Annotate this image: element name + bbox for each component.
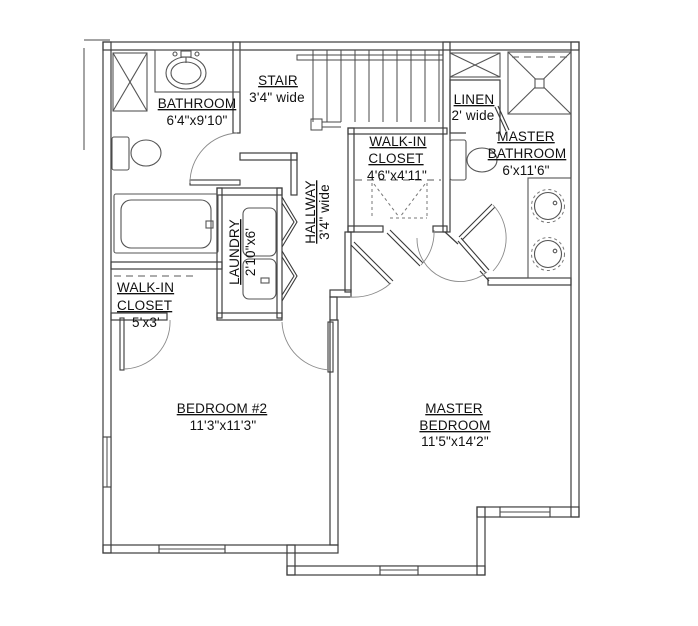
bedroom2-closet-door [119, 317, 171, 371]
washer [242, 207, 277, 257]
master-toilet [449, 139, 498, 181]
master-bathroom-dim: 6'x11'6" [502, 163, 549, 178]
master-bathroom-label-2: BATHROOM [488, 146, 567, 161]
window-left [102, 436, 112, 488]
bedroom2-dim: 11'3"x11'3" [190, 418, 257, 433]
window-master [499, 506, 551, 518]
laundry-closet [242, 196, 298, 302]
master-closet-door [386, 229, 435, 267]
shower [112, 52, 148, 112]
master-closet-rod [355, 179, 441, 219]
toilet [111, 136, 162, 171]
master-shower [507, 51, 572, 115]
bedroom2-closet-dim: 5'x3' [132, 315, 160, 330]
vanity-sink [154, 49, 241, 93]
bathtub [113, 193, 219, 254]
shelf-unit [449, 52, 501, 78]
master-bathroom-label-1: MASTER [497, 129, 555, 144]
dryer [242, 258, 277, 300]
master-closet-label-2: CLOSET [368, 151, 423, 166]
bathroom-dim: 6'4"x9'10" [166, 113, 227, 128]
master-bedroom-label-2: BEDROOM [419, 418, 490, 433]
hallway-label: HALLWAY [303, 180, 318, 243]
hall-vestibule-door [349, 241, 394, 298]
extension-lines [83, 39, 110, 150]
stair-dim: 3'4" wide [249, 90, 305, 105]
bedroom2-label: BEDROOM #2 [177, 401, 268, 416]
window-bedroom2 [158, 544, 226, 554]
master-bathroom-door [458, 203, 507, 272]
bifold-door [281, 196, 298, 302]
stairs [296, 50, 444, 131]
master-bedroom-dim: 11'5"x14'2" [421, 434, 489, 449]
hallway-dim: 3'4" wide [317, 184, 332, 240]
bathroom-fixtures [111, 49, 241, 254]
linen-label: LINEN [454, 92, 495, 107]
linen-dim: 2' wide [451, 108, 494, 123]
master-bedroom-door [416, 237, 490, 282]
master-closet-dim: 4'6"x4'11" [367, 168, 427, 183]
labels: BATHROOM 6'4"x9'10" STAIR 3'4" wide LINE… [117, 73, 566, 449]
master-bedroom-label-1: MASTER [425, 401, 483, 416]
bedroom2-closet-label-2: CLOSET [117, 298, 172, 313]
bedroom2-closet-label-1: WALK-IN [117, 280, 174, 295]
bathroom-label: BATHROOM [158, 96, 237, 111]
window-lower [379, 565, 419, 576]
master-closet-label-1: WALK-IN [369, 134, 426, 149]
doors [119, 132, 507, 373]
bedroom2-door [281, 321, 334, 373]
double-vanity [527, 177, 572, 279]
stair-label: STAIR [258, 73, 298, 88]
laundry-dim: 2'10"x6' [243, 228, 258, 276]
bathroom-door [189, 132, 241, 186]
windows [102, 436, 551, 576]
linen-closet [449, 79, 510, 134]
master-bathroom-fixtures [449, 139, 572, 279]
laundry-label: LAUNDRY [227, 219, 242, 285]
